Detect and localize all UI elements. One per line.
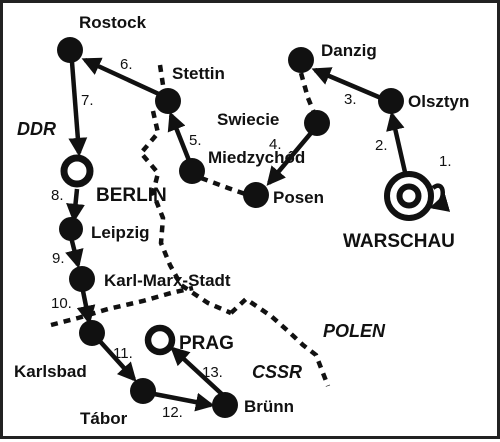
step-label-12: 12. [162,404,183,421]
marker-karlsbad [79,320,105,346]
route-arrows [65,57,451,412]
label-danzig: Danzig [321,41,377,60]
marker-bruenn [212,392,238,418]
marker-danzig [288,47,314,73]
city-markers [57,37,404,418]
arrow-step-9 [65,236,84,269]
label-miedzychod: Miedzychód [208,148,305,167]
route-dotted-danzig-swiecie [298,72,318,116]
step-label-4: 4. [269,136,282,153]
city-labels: Rostock Stettin Danzig Olsztyn Swiecie M… [14,13,469,428]
marker-posen [243,182,269,208]
marker-tabor [130,378,156,404]
label-prag: PRAG [179,333,234,354]
arrow-step-10 [76,290,96,325]
arrow-step-1 [429,183,451,212]
marker-miedzychod [179,158,205,184]
region-label-ddr: DDR [17,119,56,139]
step-label-2: 2. [375,137,388,154]
region-label-polen: POLEN [323,321,386,341]
label-warschau: WARSCHAU [343,231,455,252]
arrow-step-2 [386,111,410,182]
map-canvas: Rostock Stettin Danzig Olsztyn Swiecie M… [14,13,469,428]
arrow-step-8 [66,188,85,223]
arrow-step-12 [148,390,215,412]
label-bruenn: Brünn [244,397,294,416]
step-label-13: 13. [202,364,223,381]
step-label-9: 9. [52,250,65,267]
border-ddr-cssr [50,285,194,328]
step-label-6: 6. [120,56,133,73]
step-labels: 1. 2. 3. 4. 5. 6. 7. 8. 9. 10. 11. 12. 1… [51,56,452,421]
marker-rostock [57,37,83,63]
marker-warschau [384,171,434,221]
label-karlsbad: Karlsbad [14,362,87,381]
region-label-cssr: CSSR [252,362,302,382]
arrow-step-6 [81,57,162,98]
marker-leipzig [59,217,83,241]
marker-prag [144,324,176,356]
border-lines [50,64,331,387]
border-oder [138,110,232,316]
region-labels: DDR POLEN CSSR [17,119,386,382]
marker-berlin [60,154,94,188]
marker-swiecie [304,110,330,136]
step-label-11: 11. [113,345,133,362]
marker-karl-marx-stadt [69,266,95,292]
step-label-7: 7. [81,92,94,109]
step-label-5: 5. [189,132,202,149]
arrow-step-13 [170,346,227,399]
label-olsztyn: Olsztyn [408,92,469,111]
step-label-3: 3. [344,91,357,108]
label-leipzig: Leipzig [91,223,150,242]
marker-stettin [155,88,181,114]
label-posen: Posen [273,188,324,207]
marker-olsztyn [378,88,404,114]
arrow-step-4 [266,131,313,186]
step-label-10: 10. [51,295,72,312]
label-berlin: BERLIN [96,185,167,206]
step-label-8: 8. [51,187,64,204]
border-polen-cssr [229,296,331,387]
route-dotted-miedzychod-posen [200,175,249,198]
arrow-step-5 [167,111,193,164]
arrow-step-3 [311,67,382,101]
arrow-step-7 [68,61,88,157]
step-label-1: 1. [439,153,452,170]
label-stettin: Stettin [172,64,225,83]
label-rostock: Rostock [79,13,147,32]
label-karl-marx-stadt: Karl-Marx-Stadt [104,271,231,290]
border-ddr-polen [157,64,166,86]
label-tabor: Tábor [80,409,128,428]
arrow-step-11 [95,336,137,382]
label-swiecie: Swiecie [217,110,279,129]
